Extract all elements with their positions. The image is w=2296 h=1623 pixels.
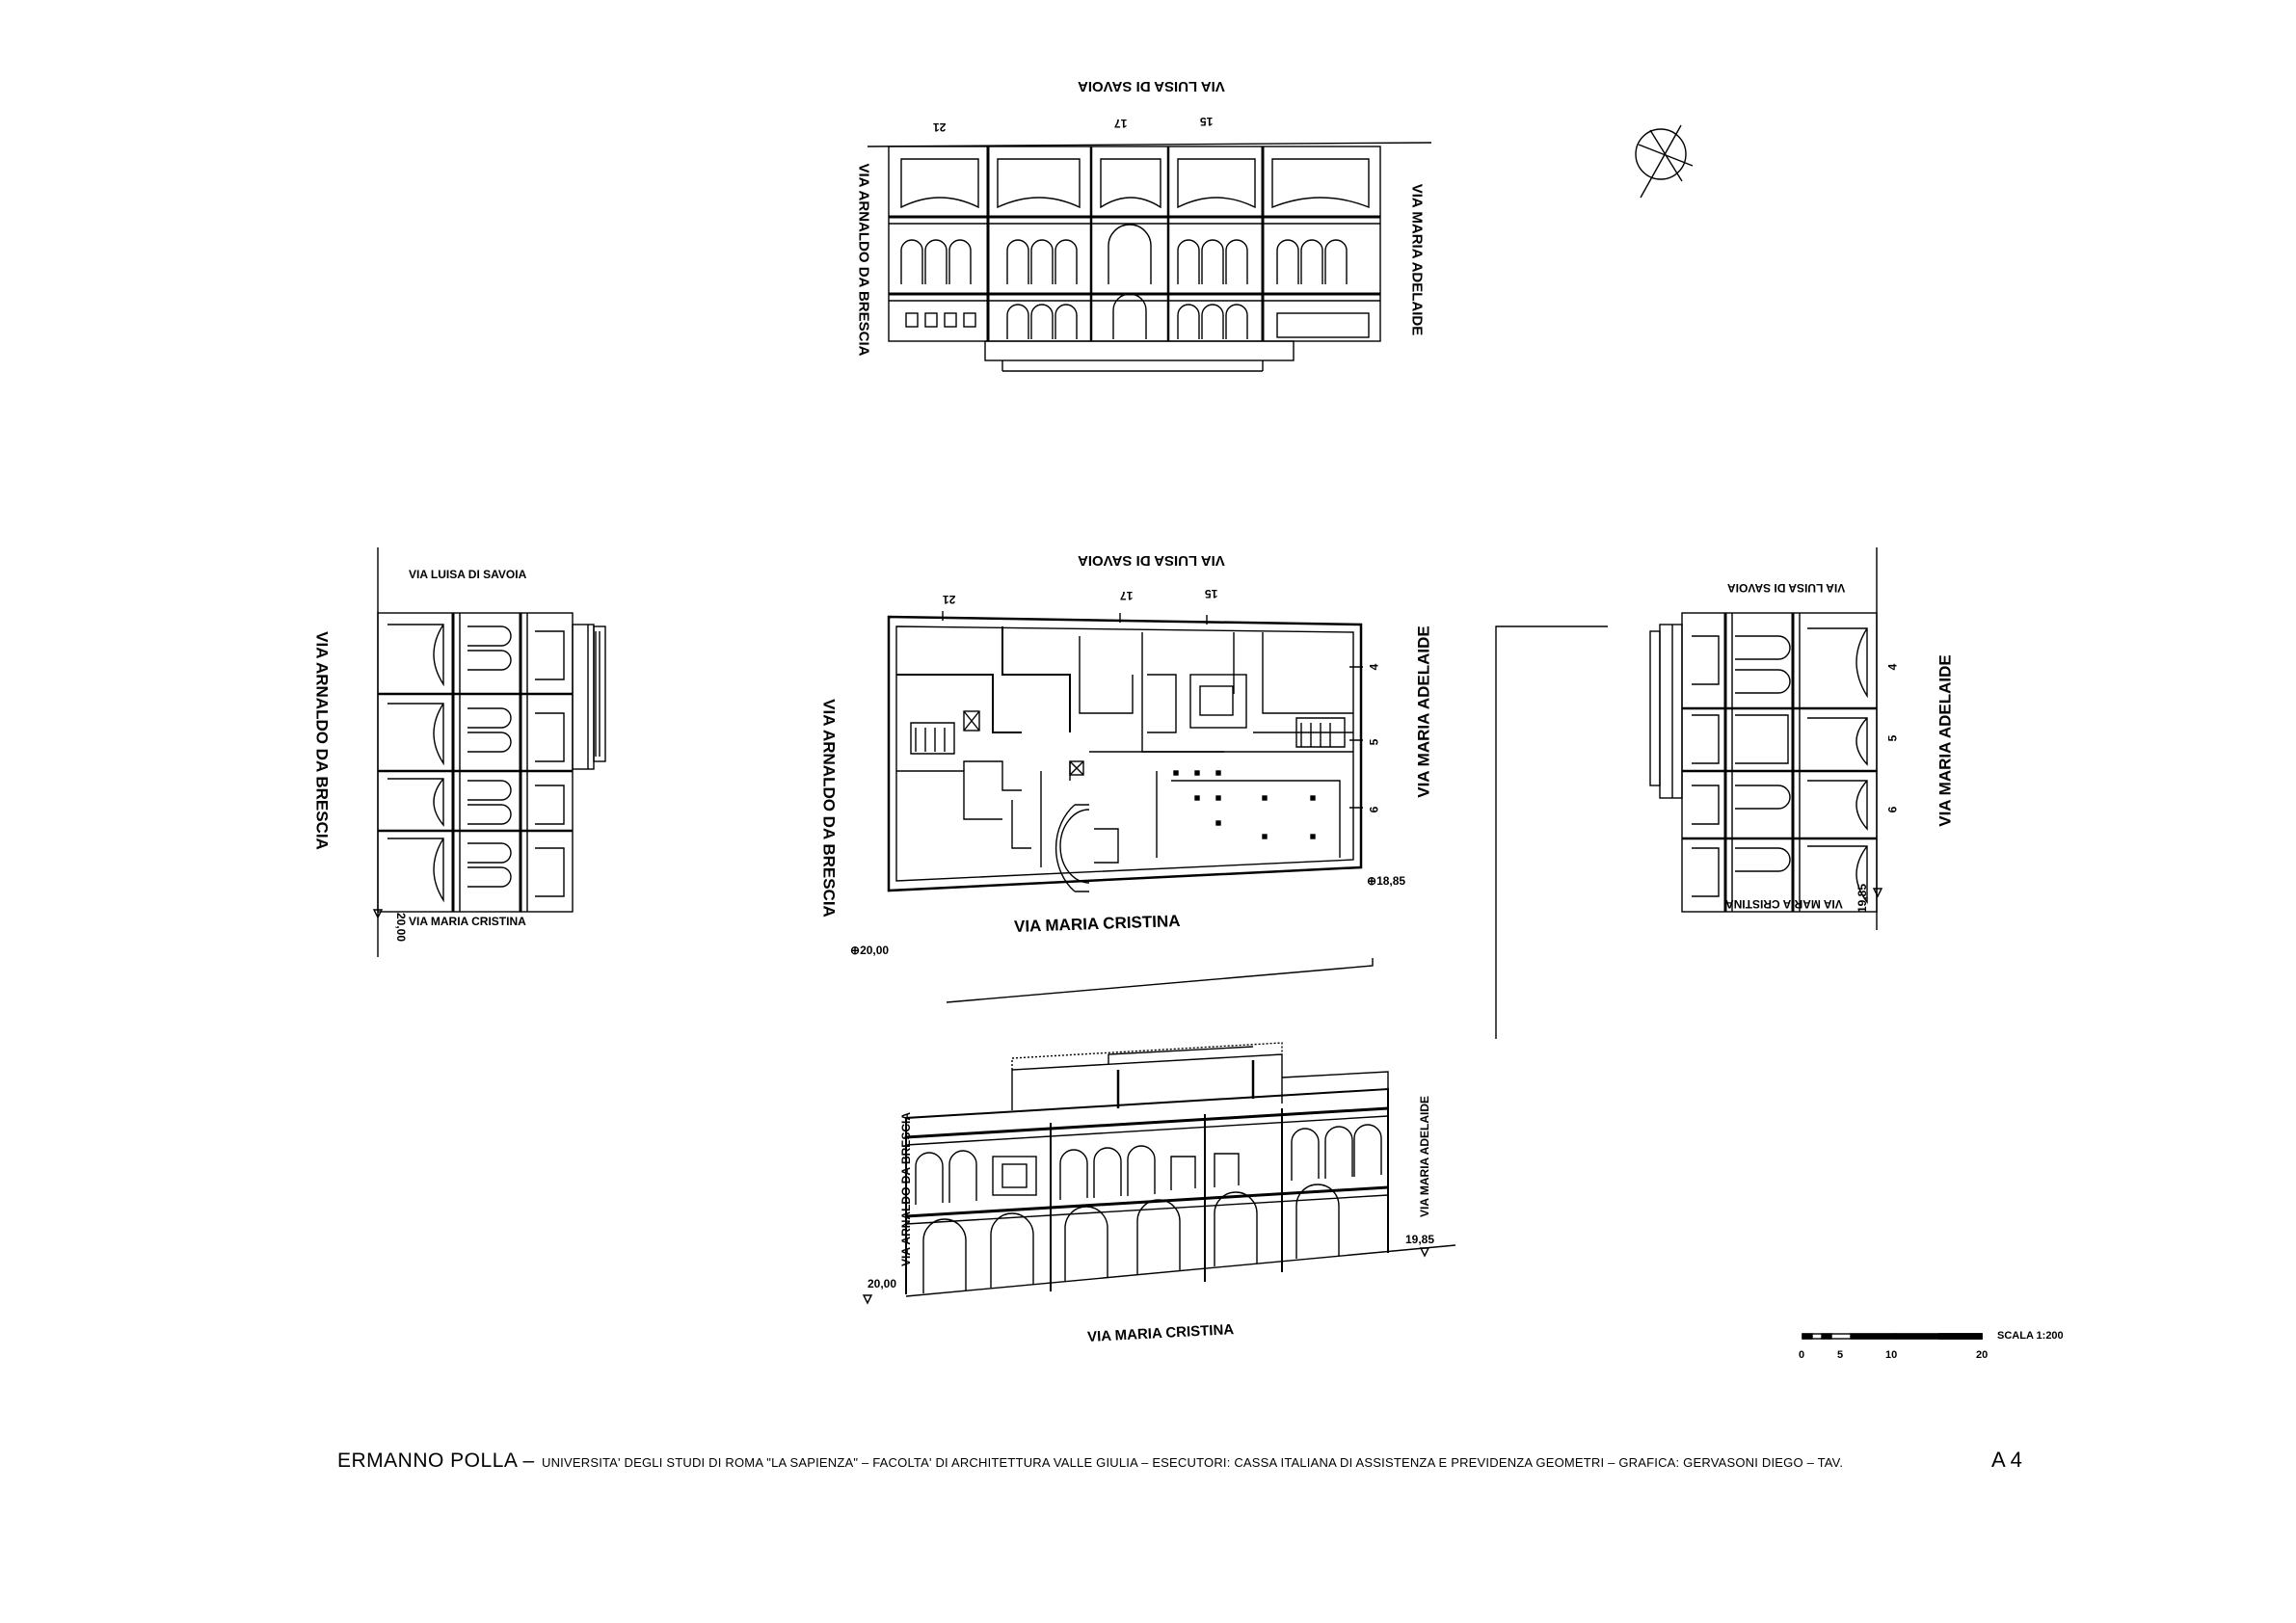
street-label-arnaldo-da-brescia-bottom: VIA ARNALDO DA BRESCIA bbox=[899, 1112, 913, 1267]
north-arrow-icon bbox=[1635, 124, 1694, 199]
scale-tick-0: 0 bbox=[1799, 1349, 1805, 1361]
house-number-5-plan: 5 bbox=[1367, 738, 1381, 746]
street-label-arnaldo-da-brescia-left: VIA ARNALDO DA BRESCIA bbox=[312, 631, 332, 850]
house-number-4-plan: 4 bbox=[1367, 663, 1381, 671]
level-1885-plan: ⊕18,85 bbox=[1367, 875, 1405, 887]
elevation-via-luisa-di-savoia bbox=[867, 142, 1432, 372]
level-marker-icon: ⊕ bbox=[850, 944, 861, 957]
street-label-maria-adelaide-top: VIA MARIA ADELAIDE bbox=[1408, 183, 1426, 336]
elevation-via-arnaldo-da-brescia bbox=[372, 547, 606, 957]
house-number-21-plan: 21 bbox=[943, 593, 956, 606]
street-label-luisa-di-savoia-left: VIA LUISA DI SAVOIA bbox=[409, 568, 527, 581]
elevation-via-maria-adelaide bbox=[1649, 547, 1883, 930]
project-description: UNIVERSITA' DEGLI STUDI DI ROMA "LA SAPI… bbox=[542, 1455, 1844, 1470]
level-marker-icon: ⊕ bbox=[1367, 874, 1377, 888]
house-number-5-right: 5 bbox=[1885, 734, 1900, 742]
table-number: A 4 bbox=[1991, 1448, 2022, 1472]
level-1885-value: 18,85 bbox=[1376, 874, 1406, 888]
street-label-maria-adelaide-plan: VIA MARIA ADELAIDE bbox=[1414, 625, 1433, 798]
scale-legend: SCALA 1:200 0 5 10 20 bbox=[1793, 1328, 2092, 1376]
scale-title: SCALA 1:200 bbox=[1997, 1330, 2064, 1342]
title-block: ERMANNO POLLA – UNIVERSITA' DEGLI STUDI … bbox=[337, 1446, 2034, 1484]
elevation-via-maria-cristina bbox=[862, 1042, 1456, 1305]
street-label-luisa-di-savoia-top: VIA LUISA DI SAVOIA bbox=[1078, 78, 1225, 94]
house-number-6-plan: 6 bbox=[1367, 806, 1381, 813]
house-number-17-plan: 17 bbox=[1120, 589, 1134, 602]
street-label-arnaldo-da-brescia-top: VIA ARNALDO DA BRESCIA bbox=[855, 163, 872, 357]
level-2000-value: 20,00 bbox=[860, 944, 890, 957]
street-label-maria-adelaide-right: VIA MARIA ADELAIDE bbox=[1936, 654, 1955, 827]
street-label-luisa-di-savoia-plan: VIA LUISA DI SAVOIA bbox=[1078, 552, 1225, 569]
house-number-15-plan: 15 bbox=[1205, 587, 1218, 600]
level-20-left: 20,00 bbox=[394, 912, 408, 943]
street-label-maria-cristina-left: VIA MARIA CRISTINA bbox=[409, 915, 526, 928]
street-label-maria-cristina-right: VIA MARIA CRISTINA bbox=[1725, 897, 1843, 911]
house-number-21-top: 21 bbox=[933, 120, 947, 134]
scale-tick-20: 20 bbox=[1976, 1349, 1989, 1361]
level-2000-bottom: 20,00 bbox=[868, 1277, 897, 1290]
street-label-maria-adelaide-bottom: VIA MARIA ADELAIDE bbox=[1418, 1096, 1431, 1217]
scale-bar bbox=[1802, 1333, 1983, 1340]
house-number-17-top: 17 bbox=[1114, 117, 1128, 130]
street-label-luisa-di-savoia-right: VIA LUISA DI SAVOIA bbox=[1727, 581, 1846, 595]
house-number-15-top: 15 bbox=[1200, 115, 1214, 128]
author-name: ERMANNO POLLA – bbox=[337, 1450, 535, 1472]
house-number-6-right: 6 bbox=[1885, 806, 1900, 813]
street-label-arnaldo-da-brescia-plan: VIA ARNALDO DA BRESCIA bbox=[819, 699, 839, 918]
scale-tick-10: 10 bbox=[1885, 1349, 1898, 1361]
level-1985-bottom: 19,85 bbox=[1405, 1233, 1435, 1246]
scale-tick-5: 5 bbox=[1837, 1349, 1844, 1361]
house-number-4-right: 4 bbox=[1885, 663, 1900, 671]
level-2000-plan: ⊕20,00 bbox=[850, 945, 889, 956]
level-1985-right: 19,85 bbox=[1855, 883, 1869, 914]
ground-floor-plan bbox=[887, 611, 1363, 892]
section-lines bbox=[946, 625, 1608, 1039]
